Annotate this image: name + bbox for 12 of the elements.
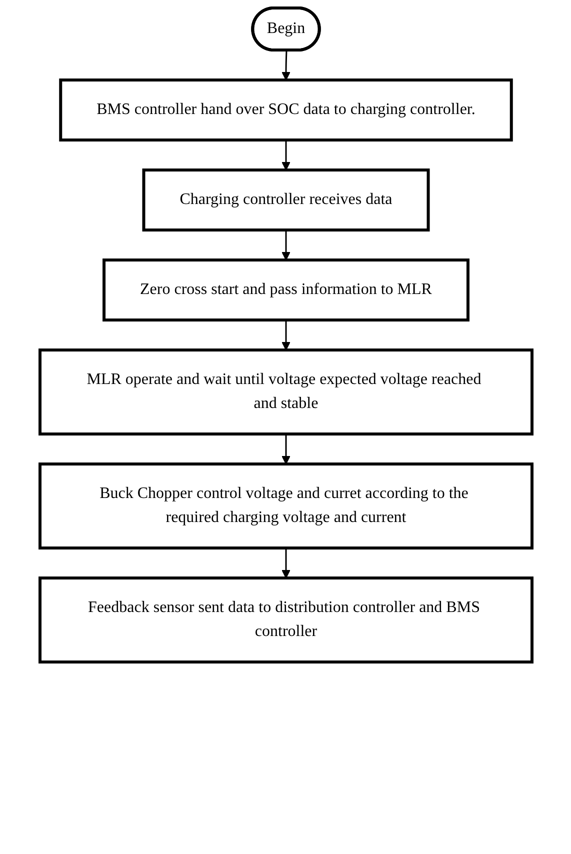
node-box: Zero cross start and pass information to MLR (102, 258, 469, 322)
node-box: BMS controller hand over SOC data to charging controller. (58, 78, 512, 142)
arrow (281, 434, 290, 464)
arrow (281, 320, 290, 350)
node-box: Feedback sensor sent data to distribution controller and BMS controller (38, 576, 533, 664)
arrow (281, 140, 290, 170)
node-box: Charging controller receives data (142, 168, 430, 232)
node-box: MLR operate and wait until voltage expected voltage reached and stable (38, 348, 533, 436)
arrow (281, 50, 290, 80)
arrow (281, 548, 290, 578)
node-box: Buck Chopper control voltage and curret according to the required charging voltage and current (38, 462, 533, 550)
arrow (281, 230, 290, 260)
